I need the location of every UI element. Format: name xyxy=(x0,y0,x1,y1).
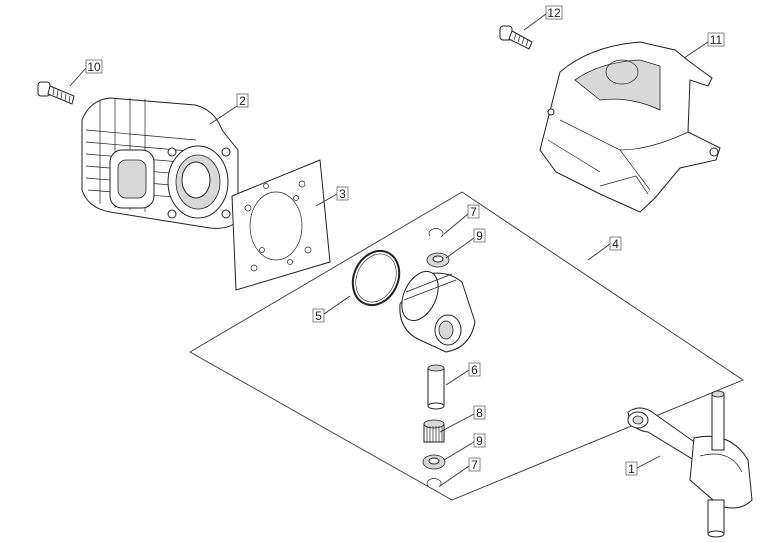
cover-screw-part[interactable] xyxy=(499,25,533,50)
callout-2-text: 2 xyxy=(239,94,246,108)
cylinder-cover-part[interactable] xyxy=(539,41,721,213)
washer-bottom-part[interactable] xyxy=(422,454,446,470)
callout-3: 3 xyxy=(336,186,349,201)
callout-12-text: 12 xyxy=(547,6,561,20)
callout-7-bottom-text: 7 xyxy=(471,458,478,472)
callout-4: 4 xyxy=(609,236,622,251)
callout-7-bottom: 7 xyxy=(468,457,481,472)
callout-10-text: 10 xyxy=(87,60,101,74)
callout-9-bottom: 9 xyxy=(473,433,486,448)
callout-8-text: 8 xyxy=(476,406,483,420)
callout-9-bottom-text: 9 xyxy=(476,434,483,448)
callout-9-top: 9 xyxy=(473,228,486,243)
callout-2: 2 xyxy=(236,93,249,108)
callout-1: 1 xyxy=(625,461,638,476)
cylinder-part[interactable] xyxy=(81,97,239,229)
piston-pin-part[interactable] xyxy=(427,364,445,410)
needle-bearing-part[interactable] xyxy=(423,419,445,443)
callout-10: 10 xyxy=(85,59,103,74)
callout-5: 5 xyxy=(312,308,325,323)
callout-11: 11 xyxy=(707,32,725,47)
callout-11-text: 11 xyxy=(710,33,723,47)
callout-3-text: 3 xyxy=(339,187,346,201)
washer-top-part[interactable] xyxy=(426,252,450,268)
crankshaft-part[interactable] xyxy=(627,390,753,538)
callout-1-text: 1 xyxy=(628,462,635,476)
piston-part[interactable] xyxy=(395,266,476,353)
callout-4-text: 4 xyxy=(612,237,619,251)
callout-6-text: 6 xyxy=(471,363,478,377)
callout-9-top-text: 9 xyxy=(476,229,483,243)
callout-7-top-text: 7 xyxy=(470,205,477,219)
cylinder-bolt-part[interactable] xyxy=(37,81,75,105)
callout-8: 8 xyxy=(473,405,486,420)
circlip-top-part[interactable] xyxy=(428,228,444,238)
piston-ring-part[interactable] xyxy=(344,243,408,312)
callout-6: 6 xyxy=(468,362,481,377)
piston-kit-outline xyxy=(189,191,744,501)
circlip-bottom-part[interactable] xyxy=(426,478,442,488)
cylinder-gasket-part[interactable] xyxy=(231,159,331,291)
callout-5-text: 5 xyxy=(315,309,322,323)
callout-7-top: 7 xyxy=(467,204,480,219)
callout-12: 12 xyxy=(545,5,563,20)
